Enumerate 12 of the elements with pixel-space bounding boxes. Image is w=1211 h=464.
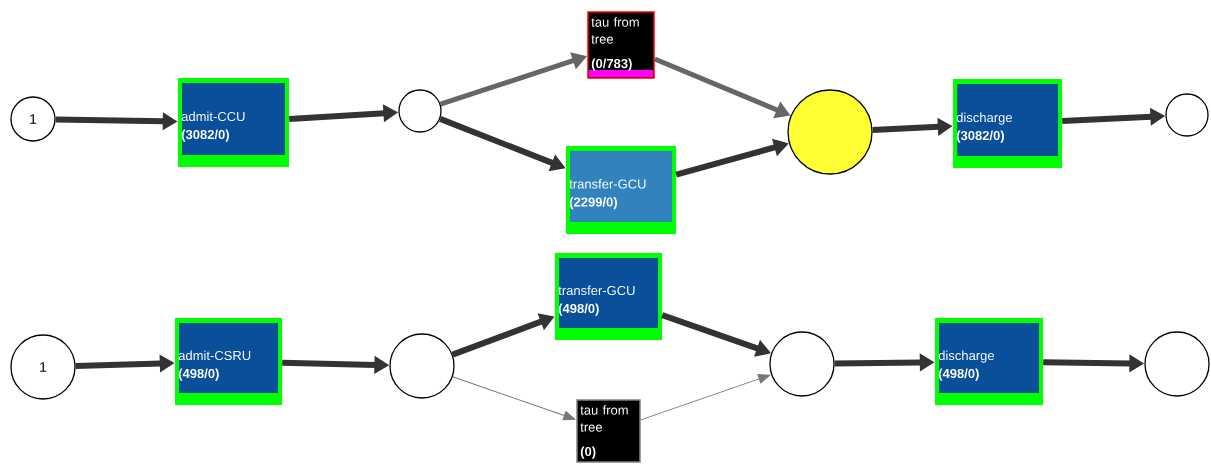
transition-box: admit-CSRU (498/0) [175,318,282,405]
place-circle [1165,93,1209,137]
silent-transition-box: tau from tree (0/783) [587,11,655,79]
arrow [640,374,771,421]
place-circle [787,89,873,175]
place-circle [769,331,835,397]
place-circle [398,89,442,133]
place-circle [1144,331,1210,397]
silent-transition-box: tau from tree (0) [576,399,641,463]
transition-box: admit-CCU (3082/0) [178,78,289,167]
place-circle [389,333,455,399]
arrow [452,376,576,421]
